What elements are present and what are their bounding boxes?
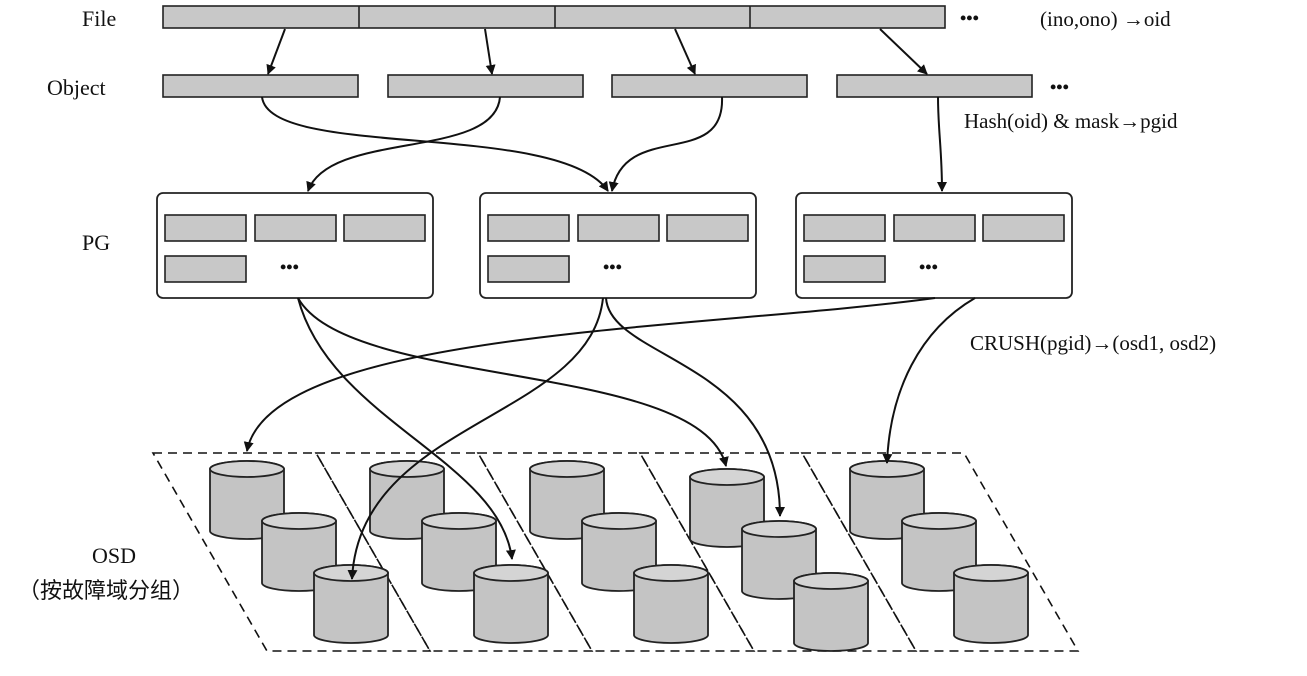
file-row-label: File	[82, 6, 116, 31]
failure-domain-group	[638, 452, 918, 652]
osd-disk-icon	[473, 564, 549, 644]
pg-ellipsis: •••	[603, 257, 622, 277]
osd-cylinders	[209, 460, 1029, 652]
pg-slot	[164, 255, 247, 283]
pg-slot	[487, 255, 570, 283]
mapping-arrow	[297, 297, 516, 560]
file-row-ellipsis: •••	[960, 8, 979, 28]
object-block	[387, 74, 584, 98]
pg-ellipsis: •••	[919, 257, 938, 277]
object-row-label: Object	[47, 75, 106, 100]
failure-domain-group	[476, 452, 756, 652]
file-bar	[162, 5, 946, 29]
pg-slot	[982, 214, 1065, 242]
object-block	[162, 74, 359, 98]
mapping-arrow	[674, 28, 696, 75]
mapping-arrow	[484, 28, 496, 75]
mapping-arrow	[608, 96, 724, 192]
pg-to-osd-annotation: CRUSH(pgid)→(osd1, osd2)	[970, 331, 1216, 355]
object-to-pg-annotation: Hash(oid) & mask→pgid	[964, 109, 1178, 133]
osd-disk-icon	[793, 572, 869, 652]
object-row-ellipsis: •••	[1050, 77, 1069, 97]
mapping-arrow	[243, 297, 936, 452]
failure-domain-group	[314, 452, 594, 652]
object-to-pg-arrows	[261, 96, 947, 192]
failure-domain-group	[151, 452, 432, 652]
pg-slot	[666, 214, 749, 242]
mapping-arrow	[306, 96, 501, 192]
file-to-object-annotation: (ino,ono) →oid	[1040, 7, 1171, 31]
mapping-arrow	[605, 297, 785, 517]
pg-slot	[803, 214, 886, 242]
object-block	[836, 74, 1033, 98]
file-to-object-arrows	[266, 28, 928, 75]
object-block	[611, 74, 808, 98]
mapping-arrow	[936, 96, 947, 192]
osd-disk-icon	[633, 564, 709, 644]
osd-disk-icon	[953, 564, 1029, 644]
pg-box: •••	[156, 192, 434, 299]
pg-row-label: PG	[82, 230, 110, 255]
pg-slot	[487, 214, 570, 242]
pg-box: •••	[795, 192, 1073, 299]
file-bar-outline	[162, 5, 946, 29]
mapping-arrow	[261, 96, 609, 192]
pg-to-osd-arrows	[243, 297, 976, 580]
failure-domain-group	[800, 452, 1080, 652]
pg-slot	[803, 255, 886, 283]
pg-slot	[577, 214, 660, 242]
pg-ellipsis: •••	[280, 257, 299, 277]
mapping-arrow	[879, 28, 928, 75]
mapping-arrow	[882, 297, 976, 464]
osd-row-sublabel: （按故障域分组）	[18, 578, 194, 603]
mapping-arrow	[347, 297, 604, 580]
mapping-arrow	[266, 28, 286, 75]
failure-domains	[151, 452, 1080, 652]
pg-slot	[254, 214, 337, 242]
pg-slot	[343, 214, 426, 242]
pg-box: •••	[479, 192, 757, 299]
pg-slot	[893, 214, 976, 242]
mapping-arrow	[297, 297, 729, 467]
pg-slot	[164, 214, 247, 242]
osd-disk-icon	[313, 564, 389, 644]
osd-row-label: OSD	[92, 543, 136, 568]
